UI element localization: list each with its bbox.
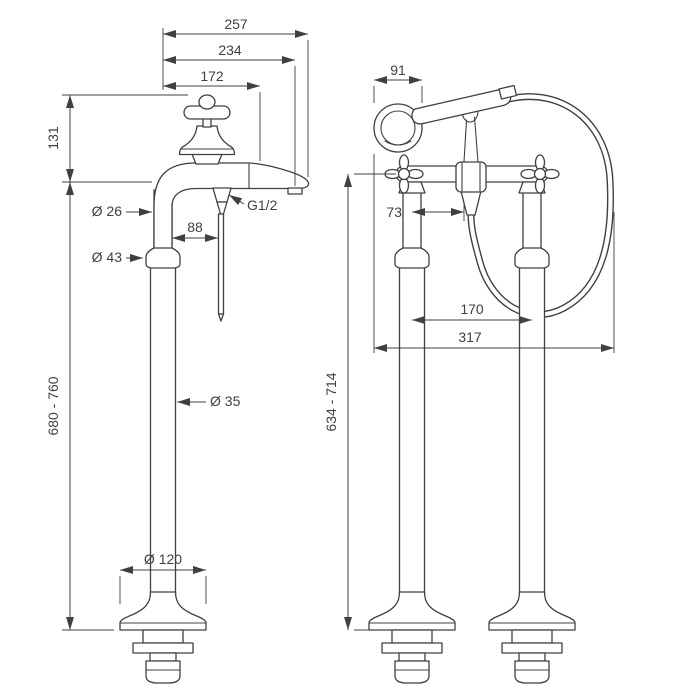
cradle-fork	[473, 116, 479, 163]
escutcheon-neck	[191, 153, 223, 165]
leader-g12	[228, 194, 245, 206]
pipe-collar	[145, 247, 181, 269]
hand-shower-face-arc	[384, 140, 412, 146]
dim-label-317: 317	[458, 329, 482, 345]
left-view-dimensions: 257 234 172 131 680 - 760 Ø 26 Ø 43 88 G…	[45, 16, 309, 631]
riser-pipe-right	[518, 255, 546, 595]
dim-label-91: 91	[390, 62, 406, 78]
mixer-body	[455, 161, 487, 193]
dim-label-g12: G1/2	[247, 197, 278, 213]
pipe-collar-right	[514, 247, 550, 269]
floor-base-left	[368, 591, 456, 631]
left-view-product	[119, 94, 310, 684]
dim-label-88: 88	[187, 219, 203, 235]
dim-label-257: 257	[224, 16, 248, 32]
dim-label-172: 172	[200, 68, 224, 84]
right-view-product	[368, 84, 614, 684]
dim-label-d35: Ø 35	[210, 393, 241, 409]
right-view: 91 73 170 317 634 - 714	[323, 62, 615, 684]
dim-label-d26: Ø 26	[92, 203, 123, 219]
cradle-fork	[463, 119, 468, 163]
floor-fixation-right	[501, 629, 563, 684]
hose-tailpipe-tip	[217, 313, 225, 322]
hose-union-cone	[216, 201, 228, 215]
left-view: 257 234 172 131 680 - 760 Ø 26 Ø 43 88 G…	[45, 16, 310, 684]
elbow-body-spout	[153, 162, 310, 253]
dim-label-680-760: 680 - 760	[45, 376, 61, 435]
floor-base-right	[488, 591, 576, 631]
hose-union	[212, 187, 232, 203]
floor-fixation-left	[381, 629, 443, 684]
floor-fixation	[132, 629, 194, 684]
dim-label-234: 234	[218, 42, 242, 58]
shower-hose-highlight	[468, 94, 613, 317]
dim-label-170: 170	[460, 301, 484, 317]
dim-label-634-714: 634 - 714	[323, 372, 339, 431]
dim-label-d120: Ø 120	[144, 551, 182, 567]
hose-tailpipe	[217, 213, 225, 315]
cross-handle-knob	[198, 94, 216, 110]
riser-pipe-left	[398, 255, 426, 595]
floor-base	[119, 591, 207, 631]
dim-label-131: 131	[45, 126, 61, 150]
dim-label-73: 73	[386, 204, 402, 220]
spout-aerator	[287, 187, 303, 195]
hose-nut	[498, 84, 518, 100]
hand-shower-handle	[411, 88, 512, 125]
right-view-dimensions: 91 73 170 317 634 - 714	[323, 62, 615, 631]
dim-label-d43: Ø 43	[92, 249, 123, 265]
riser-pipe	[149, 255, 177, 595]
handle-escutcheon	[178, 125, 236, 156]
pipe-collar-left	[394, 247, 430, 269]
